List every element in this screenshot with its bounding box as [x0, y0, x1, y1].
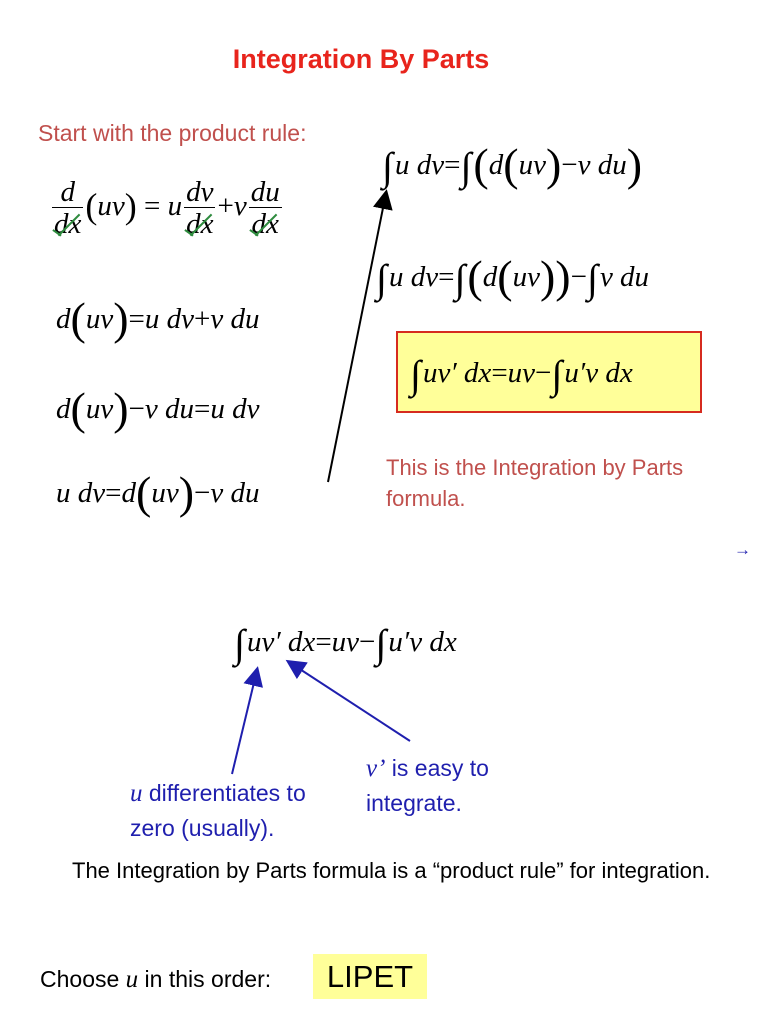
page-title: Integration By Parts: [232, 44, 490, 74]
integral-equation-2: ∫u dv=∫(d(uv))−∫v du: [376, 251, 650, 302]
intro-text: Start with the product rule:: [38, 120, 307, 146]
u-variable: u: [130, 780, 143, 807]
summary-text: The Integration by Parts formula is a “p…: [72, 858, 711, 883]
v-pointer-arrow: [285, 659, 411, 742]
differential-equation: d(uv)=u dv+v du: [56, 293, 260, 344]
u-note: u differentiates to zero (usually).: [130, 780, 306, 841]
rearranged-equation: d(uv)−v du=u dv: [56, 383, 260, 434]
u-pointer-arrow: [231, 666, 263, 775]
v-note: v’ is easy to integrate.: [366, 755, 489, 816]
v-prime-variable: v’: [366, 755, 386, 782]
integration-by-parts-formula: ∫uv′ dx=uv−∫u′v dx: [410, 352, 633, 397]
formula-caption: This is the Integration by Parts formula…: [386, 455, 684, 511]
formula-repeat: ∫uv′ dx=uv−∫u′v dx: [234, 621, 457, 666]
formula-highlight-box: [396, 331, 702, 413]
derivation-arrow: [327, 189, 393, 483]
integral-equation-1: ∫u dv=∫(d(uv)−v du): [382, 139, 643, 190]
isolated-equation: u dv=d(uv)−v du: [56, 467, 260, 518]
choose-text: Choose u in this order:: [40, 966, 272, 993]
product-rule-equation: ddx(uv) = udvdx+vdudx: [50, 178, 284, 239]
next-arrow-icon[interactable]: →: [734, 540, 751, 559]
lipet-badge: LIPET: [313, 954, 427, 999]
